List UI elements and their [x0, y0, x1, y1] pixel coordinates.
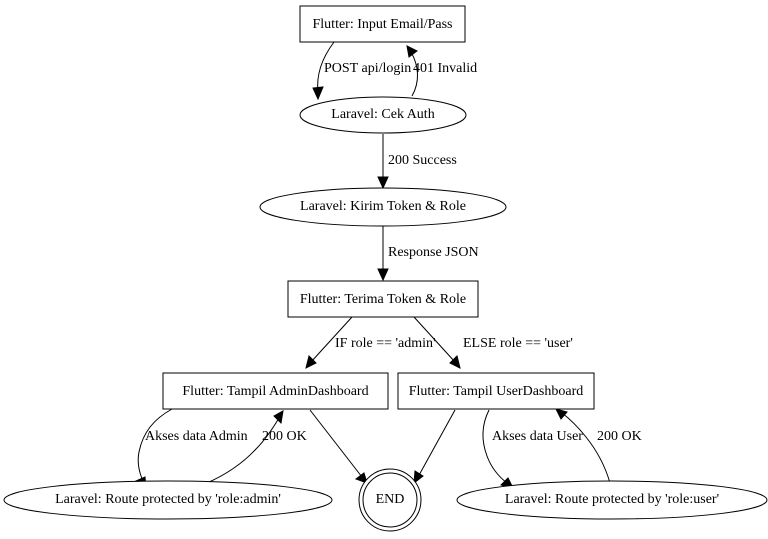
node-input-email-pass[interactable]: Flutter: Input Email/Pass	[299, 5, 466, 43]
node-shape-box	[299, 5, 466, 43]
arrow-head-icon	[406, 45, 418, 58]
node-shape-ellipse	[456, 480, 768, 520]
edge-label-admin-200-ok: 200 OK	[262, 429, 307, 444]
edge-401-invalid: 401 Invalid	[406, 45, 477, 97]
edge-user-to-end	[413, 409, 456, 485]
edge-label-response-json: Response JSON	[388, 245, 479, 260]
node-shape-box	[397, 372, 595, 410]
node-label-user-dashboard: Flutter: Tampil UserDashboard	[409, 384, 584, 399]
node-shape-box	[162, 372, 389, 410]
arrow-head-icon	[312, 86, 324, 101]
arrow-head-icon	[305, 355, 317, 369]
node-admin-dashboard[interactable]: Flutter: Tampil AdminDashboard	[162, 372, 389, 410]
edge-admin-200-ok: 200 OK	[206, 410, 307, 484]
edge-label-user-200-ok: 200 OK	[597, 429, 642, 444]
arrow-head-icon	[377, 268, 389, 282]
arrow-head-icon	[413, 470, 424, 485]
edge-path	[410, 51, 418, 97]
node-shape-ellipse	[3, 480, 333, 520]
node-label-kirim-token-role: Laravel: Kirim Token & Role	[300, 199, 466, 214]
edge-label-akses-data-admin: Akses data Admin	[145, 429, 248, 444]
edge-path	[206, 417, 280, 484]
node-route-protected-admin[interactable]: Laravel: Route protected by 'role:admin'	[3, 480, 333, 520]
edge-akses-data-user: Akses data User	[482, 409, 583, 489]
edge-label-401-invalid: 401 Invalid	[413, 61, 477, 76]
node-label-admin-dashboard: Flutter: Tampil AdminDashboard	[182, 384, 368, 399]
edge-user-200-ok: 200 OK	[555, 408, 642, 484]
edge-path	[561, 412, 611, 484]
arrow-head-icon	[273, 410, 284, 425]
edge-path	[482, 409, 508, 484]
edge-path	[309, 409, 363, 478]
node-end[interactable]: END	[358, 468, 422, 532]
edge-label-if-role-admin: IF role == 'admin'	[335, 336, 436, 351]
node-label-route-protected-admin: Laravel: Route protected by 'role:admin'	[55, 492, 281, 507]
node-user-dashboard[interactable]: Flutter: Tampil UserDashboard	[397, 372, 595, 410]
edge-akses-data-admin: Akses data Admin	[134, 408, 248, 490]
node-kirim-token-role[interactable]: Laravel: Kirim Token & Role	[259, 187, 507, 227]
node-route-protected-user[interactable]: Laravel: Route protected by 'role:user'	[456, 480, 768, 520]
arrow-head-icon	[555, 408, 568, 420]
node-shape-ellipse	[299, 96, 467, 134]
node-shape-inner-circle	[362, 472, 418, 528]
edge-path	[310, 316, 353, 363]
node-label-input-email-pass: Flutter: Input Email/Pass	[313, 17, 453, 32]
node-terima-token-role[interactable]: Flutter: Terima Token & Role	[287, 280, 479, 318]
edge-admin-to-end	[309, 409, 368, 484]
node-label-end: END	[376, 492, 405, 507]
node-shape-ellipse	[259, 187, 507, 227]
edge-path	[137, 408, 173, 482]
edge-label-else-role-user: ELSE role == 'user'	[463, 336, 573, 351]
edge-response-json: Response JSON	[377, 226, 479, 282]
edge-if-role-admin: IF role == 'admin'	[305, 316, 436, 369]
arrow-head-icon	[377, 176, 389, 190]
node-label-terima-token-role: Flutter: Terima Token & Role	[300, 292, 466, 307]
edge-path	[413, 316, 456, 363]
node-label-route-protected-user: Laravel: Route protected by 'role:user'	[505, 492, 719, 507]
edge-path	[417, 409, 456, 478]
arrow-head-icon	[449, 355, 461, 369]
arrow-head-icon	[354, 472, 368, 484]
node-shape-box	[287, 280, 479, 318]
edge-else-role-user: ELSE role == 'user'	[413, 316, 573, 369]
node-label-cek-auth: Laravel: Cek Auth	[331, 107, 434, 122]
edge-200-success: 200 Success	[377, 134, 457, 190]
node-cek-auth[interactable]: Laravel: Cek Auth	[299, 96, 467, 134]
edge-label-200-success: 200 Success	[388, 153, 457, 168]
edge-post-api-login: POST api/login	[312, 41, 411, 101]
edge-label-akses-data-user: Akses data User	[492, 429, 583, 444]
edge-label-post-api-login: POST api/login	[324, 61, 411, 76]
